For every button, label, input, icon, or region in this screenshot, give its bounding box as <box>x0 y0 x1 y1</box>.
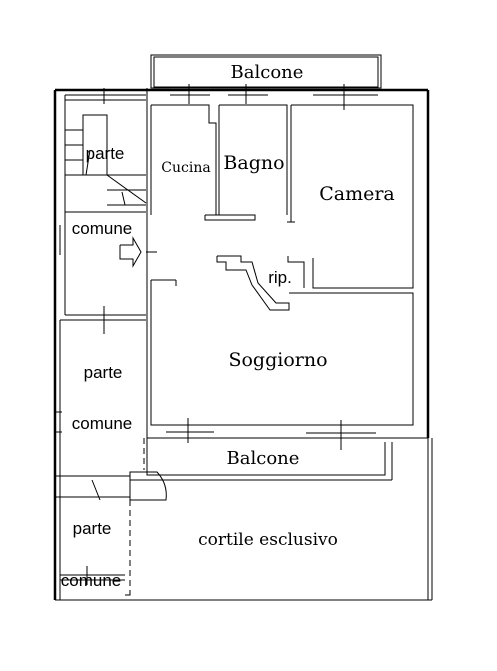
lower-area <box>55 438 433 601</box>
comune-label-2: comune <box>72 414 132 433</box>
parte-label-3: parte <box>73 519 112 538</box>
comune-label-3: comune <box>61 571 121 590</box>
stairwell <box>55 88 157 600</box>
bagno-label: Bagno <box>223 152 284 174</box>
parte-label-1: parte <box>86 144 125 163</box>
cortile-label: cortile esclusivo <box>198 530 338 550</box>
interior-walls <box>150 104 414 450</box>
parte-label-2: parte <box>84 363 123 382</box>
camera-label: Camera <box>319 183 395 205</box>
balcone-bottom-label: Balcone <box>227 448 300 469</box>
rip-label: rip. <box>268 268 292 287</box>
cucina-label: Cucina <box>161 160 210 176</box>
soggiorno-label: Soggiorno <box>228 349 327 371</box>
apartment-walls <box>53 84 430 600</box>
balcone-top-label: Balcone <box>231 62 304 83</box>
comune-label-1: comune <box>72 219 132 238</box>
balcone-top-outline <box>150 54 382 89</box>
